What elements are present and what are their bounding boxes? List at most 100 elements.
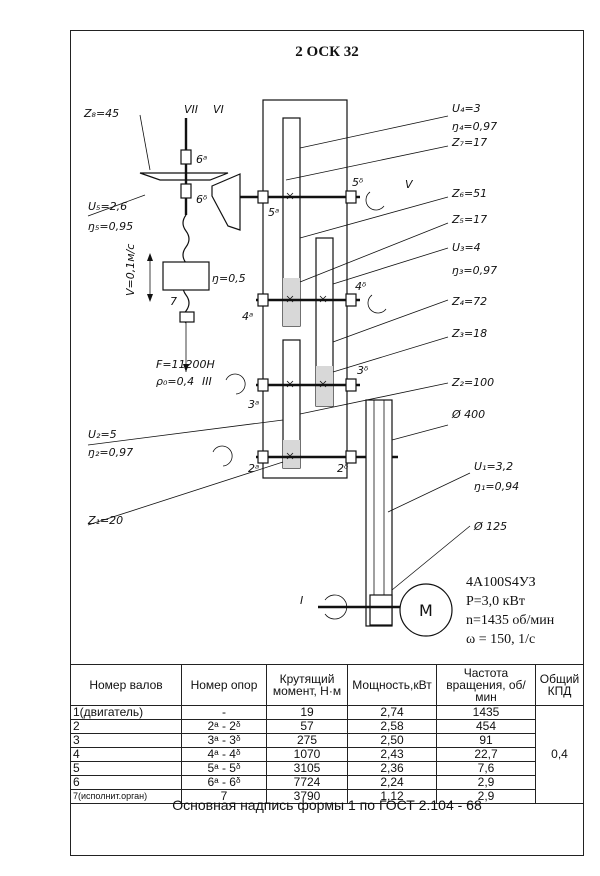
label-5b: 5ᵟ — [352, 176, 363, 189]
label-z6: Z₆=51 — [451, 187, 487, 200]
col-torque: Крутящий момент, Н·м — [266, 664, 348, 706]
page-title: 2 ОСК 32 — [295, 44, 359, 60]
label-d400: Ø 400 — [451, 408, 485, 421]
mesh-marks — [231, 192, 327, 460]
motor-info: 4А100S4УЗ P=3,0 кВт n=1435 об/мин ω = 15… — [466, 573, 554, 649]
motor-circle — [399, 583, 453, 637]
label-velocity: V=0,1м/с — [124, 244, 137, 296]
label-z8: Z₈=45 — [83, 107, 119, 120]
cell: 1(двигатель) — [70, 705, 182, 720]
motor-omega: ω = 150, 1/с — [466, 632, 536, 647]
table-row: 2 2ᵃ - 2ᵟ 57 2,58 454 — [70, 719, 584, 734]
cell: 5ᵃ - 5ᵟ — [181, 761, 267, 776]
cell: 2ᵃ - 2ᵟ — [181, 719, 267, 734]
label-shaft-V: V — [405, 178, 414, 191]
label-u1: U₁=3,2 — [474, 460, 513, 473]
cell: 6ᵃ - 6ᵟ — [181, 775, 267, 790]
cell: 4 — [70, 747, 182, 762]
table-row: 3 3ᵃ - 3ᵟ 275 2,50 91 — [70, 733, 584, 748]
label-2b: 2ᵟ — [337, 462, 348, 475]
cell: 2,9 — [436, 789, 536, 804]
total-efficiency: 0,4 — [535, 705, 584, 804]
label-z7: Z₇=17 — [451, 136, 487, 149]
motor-power: P=3,0 кВт — [466, 594, 525, 609]
cell: 4ᵃ - 4ᵟ — [181, 747, 267, 762]
table-row: 1(двигатель) - 19 2,74 1435 0,4 — [70, 705, 584, 804]
gearbox-housing — [262, 99, 348, 479]
label-z4: Z₄=72 — [451, 295, 487, 308]
label-z2: Z₂=100 — [451, 376, 494, 389]
cell: 7,6 — [436, 761, 536, 776]
label-7: 7 — [170, 295, 177, 308]
label-3b: 3ᵟ — [357, 364, 368, 377]
label-z5: Z₅=17 — [451, 213, 487, 226]
label-motor: M — [419, 601, 433, 620]
cell: 2,9 — [436, 775, 536, 790]
table-row: 6 6ᵃ - 6ᵟ 7724 2,24 2,9 — [70, 775, 584, 790]
bevel-gear-z8 — [139, 172, 229, 181]
label-eta3: ŋ₃=0,97 — [452, 264, 497, 277]
label-eta2: ŋ₂=0,97 — [88, 446, 133, 459]
cell: 3790 — [266, 789, 348, 804]
label-5a: 5ᵃ — [268, 206, 279, 219]
cell: - — [181, 705, 267, 720]
cell: 2 — [70, 719, 182, 734]
cell: 454 — [436, 719, 536, 734]
bevel-gear-z7 — [211, 173, 241, 231]
label-z3: Z₃=18 — [451, 327, 487, 340]
col-shaft-number: Номер валов — [70, 664, 182, 706]
leader-lines — [87, 114, 471, 591]
cell: 19 — [266, 705, 348, 720]
table-row: 7(исполнит.орган) 7 3790 1,12 2,9 — [70, 789, 584, 804]
cell: 275 — [266, 733, 348, 748]
rotation-arrows — [212, 191, 387, 620]
label-4b: 4ᵟ — [355, 280, 366, 293]
col-support-number: Номер опор — [181, 664, 267, 706]
bearing-6a — [180, 149, 192, 165]
shaft-parameters-table: Номер валов Номер опор Крутящий момент, … — [70, 664, 584, 804]
label-shaft-I: I — [300, 594, 303, 607]
gear-z5-hatch — [283, 278, 300, 326]
motor-model: 4А100S4УЗ — [466, 575, 536, 590]
cell: 3ᵃ - 3ᵟ — [181, 733, 267, 748]
cell: 3 — [70, 733, 182, 748]
table-row: 5 5ᵃ - 5ᵟ 3105 2,36 7,6 — [70, 761, 584, 776]
label-3a: 3ᵃ — [248, 398, 259, 411]
cell: 2,24 — [347, 775, 437, 790]
cell: 1070 — [266, 747, 348, 762]
cell: 7724 — [266, 775, 348, 790]
label-u3: U₃=4 — [452, 241, 481, 254]
table-header-row: Номер валов Номер опор Крутящий момент, … — [70, 664, 584, 706]
label-rho: ρ₀=0,4 — [156, 375, 194, 388]
pulley-d125 — [369, 594, 393, 626]
cell: 22,7 — [436, 747, 536, 762]
label-eta4: ŋ₄=0,97 — [452, 120, 497, 133]
drawing-frame — [70, 30, 584, 856]
label-d125: Ø 125 — [473, 520, 507, 533]
col-efficiency: Общий КПД — [535, 664, 584, 706]
label-6a: 6ᵃ — [196, 153, 207, 166]
label-u2: U₂=5 — [88, 428, 117, 441]
label-u5: U₅=2,6 — [88, 200, 127, 213]
label-shaft-III: III — [202, 375, 212, 388]
cell: 3105 — [266, 761, 348, 776]
bearings — [257, 190, 357, 464]
bearing-6b — [180, 183, 192, 199]
force-arrow — [183, 364, 189, 372]
table-row: 4 4ᵃ - 4ᵟ 1070 2,43 22,7 — [70, 747, 584, 762]
label-shaft-VII: VII — [184, 103, 198, 116]
label-6b: 6ᵟ — [196, 193, 207, 206]
cell: 2,74 — [347, 705, 437, 720]
load-nut — [179, 311, 195, 323]
cell: 2,36 — [347, 761, 437, 776]
label-eta1: ŋ₁=0,94 — [474, 480, 519, 493]
cell: 1,12 — [347, 789, 437, 804]
cell: 2,43 — [347, 747, 437, 762]
cell: 5 — [70, 761, 182, 776]
cell: 2,50 — [347, 733, 437, 748]
cell: 91 — [436, 733, 536, 748]
label-z1: Z₁=20 — [87, 514, 123, 527]
pulley-d400 — [365, 399, 393, 627]
